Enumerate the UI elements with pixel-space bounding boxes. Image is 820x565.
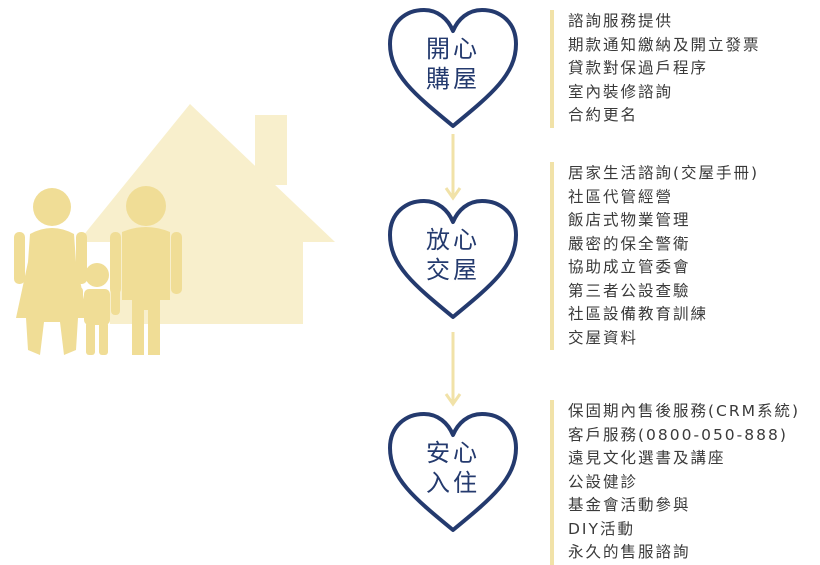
service-item: 永久的售服諮詢: [568, 543, 691, 561]
service-item: 基金會活動參與: [568, 496, 691, 514]
service-item: 飯店式物業管理: [568, 211, 691, 229]
service-item: 居家生活諮詢(交屋手冊): [568, 164, 760, 182]
service-item: DIY活動: [568, 519, 635, 538]
heart-icon: [388, 199, 518, 319]
service-item: 保固期內售後服務(CRM系統): [568, 402, 801, 420]
service-item: 社區設備教育訓練: [568, 305, 709, 323]
stage-title-line1: 放心: [426, 226, 480, 254]
service-list-stage-2: 居家生活諮詢(交屋手冊) 社區代管經營 飯店式物業管理 嚴密的保全警衛 協助成立…: [550, 162, 759, 350]
service-list-stage-1: 諮詢服務提供 期款通知繳納及開立發票 貸款對保過戶程序 室內裝修諮詢 合約更名: [550, 10, 761, 128]
service-item: 第三者公設查驗: [568, 281, 691, 300]
service-item: 期款通知繳納及開立發票: [568, 35, 761, 54]
service-item: 協助成立管委會: [568, 258, 691, 276]
service-item: 交屋資料: [568, 328, 639, 347]
family-icon: [14, 186, 182, 355]
stage-title-line1: 安心: [426, 439, 480, 467]
stage-heart-2: 放心 交屋: [384, 195, 522, 325]
stage-heart-3: 安心 入住: [384, 408, 522, 538]
family-house-illustration: [14, 104, 335, 355]
service-item: 嚴密的保全警衛: [568, 234, 691, 253]
service-item: 公設健診: [568, 472, 639, 491]
service-list-stage-3: 保固期內售後服務(CRM系統) 客戶服務(0800-050-888) 遠見文化選…: [550, 400, 800, 565]
down-arrow-icon: [444, 332, 462, 407]
heart-icon: [388, 412, 518, 532]
stage-title-line2: 交屋: [426, 256, 480, 284]
service-item: 諮詢服務提供: [568, 12, 674, 30]
down-arrow-icon: [444, 134, 462, 201]
service-flow-diagram: 開心 購屋 放心 交屋 安心 入住 諮詢服務提供 期款通知繳納及開立發票 貸款對…: [14, 4, 798, 565]
service-item: 遠見文化選書及講座: [568, 449, 726, 467]
stage-title-line2: 購屋: [426, 65, 480, 93]
service-item: 合約更名: [568, 106, 639, 124]
heart-icon: [388, 8, 518, 128]
stage-heart-1: 開心 購屋: [384, 4, 522, 134]
service-item: 室內裝修諮詢: [568, 82, 674, 101]
service-item: 貸款對保過戶程序: [568, 59, 709, 77]
stage-title-line2: 入住: [426, 469, 480, 497]
service-item: 社區代管經營: [568, 187, 674, 206]
stage-title-line1: 開心: [426, 35, 480, 63]
service-item: 客戶服務(0800-050-888): [568, 425, 788, 444]
